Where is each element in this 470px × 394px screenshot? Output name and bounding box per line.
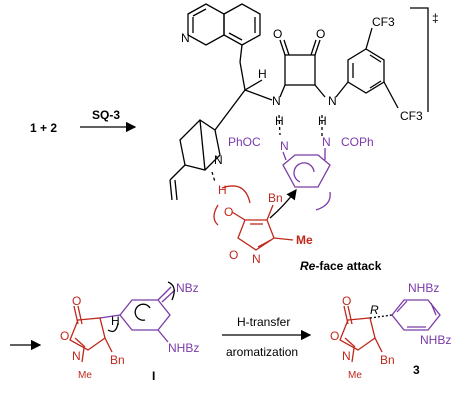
prod-n-ring: N xyxy=(342,349,351,363)
int-o-carbonyl: O xyxy=(72,294,81,308)
prod-stereo-r: R xyxy=(370,303,379,317)
quinone-diimine-ring xyxy=(282,148,331,211)
chiral-h: H xyxy=(258,67,267,81)
product-structure xyxy=(339,299,441,363)
int-bn: Bn xyxy=(110,353,125,367)
imine-n-left: N xyxy=(280,139,289,153)
enol-o: O xyxy=(224,205,233,219)
intermediate-structure xyxy=(69,281,176,363)
quinoline-n: N xyxy=(181,31,190,45)
prod-nhbz-top: NHBz xyxy=(408,281,439,295)
int-n-ring: N xyxy=(72,349,81,363)
reactants-label: 1 + 2 xyxy=(30,121,57,135)
oxo-right: O xyxy=(316,27,325,41)
int-nbz: NBz xyxy=(176,281,199,295)
quinuclidine-n: N xyxy=(214,153,223,167)
prod-o-carbonyl: O xyxy=(342,294,351,308)
amide-n-right: N xyxy=(328,94,337,108)
amide-n-left: N xyxy=(272,94,281,108)
amide-h-right: H xyxy=(318,114,327,128)
quinoline-ring xyxy=(187,3,261,63)
bis-cf3-aryl-ring xyxy=(347,27,399,109)
cf3-bottom: CF3 xyxy=(400,109,423,123)
coph-label: COPh xyxy=(341,135,374,149)
step-bottom-label: aromatization xyxy=(226,345,298,359)
ring-n-top: N xyxy=(252,252,261,266)
bn-top: Bn xyxy=(268,191,283,205)
transition-state xyxy=(169,3,429,251)
step-top-label: H-transfer xyxy=(237,315,290,329)
amide-h-left: H xyxy=(275,114,284,128)
intermediate-label: I xyxy=(152,369,155,383)
product-label: 3 xyxy=(413,363,420,377)
prod-o-ring: O xyxy=(330,329,339,343)
int-h: H xyxy=(111,314,120,328)
cf3-top: CF3 xyxy=(372,15,395,29)
attack-label: Re-face attack xyxy=(300,259,382,273)
ring-o-top: O xyxy=(229,248,238,262)
int-o-ring: O xyxy=(60,329,69,343)
oxo-left: O xyxy=(273,27,282,41)
enol-h: H xyxy=(218,183,227,197)
quinuclidine-cage xyxy=(169,119,221,201)
catalyst-label: SQ-3 xyxy=(92,108,120,122)
int-me: Me xyxy=(78,370,92,381)
enolate-ring xyxy=(213,185,294,251)
phoc-label: PhOC xyxy=(228,135,261,149)
prod-nhbz-bottom: NHBz xyxy=(420,333,451,347)
me-top: Me xyxy=(296,233,313,247)
imine-n-right: N xyxy=(322,135,331,149)
prod-bn: Bn xyxy=(380,353,395,367)
ts-mark: ‡ xyxy=(432,11,439,25)
int-nhbz: NHBz xyxy=(168,341,199,355)
squaramide-ring xyxy=(279,39,349,98)
prod-me: Me xyxy=(348,370,362,381)
